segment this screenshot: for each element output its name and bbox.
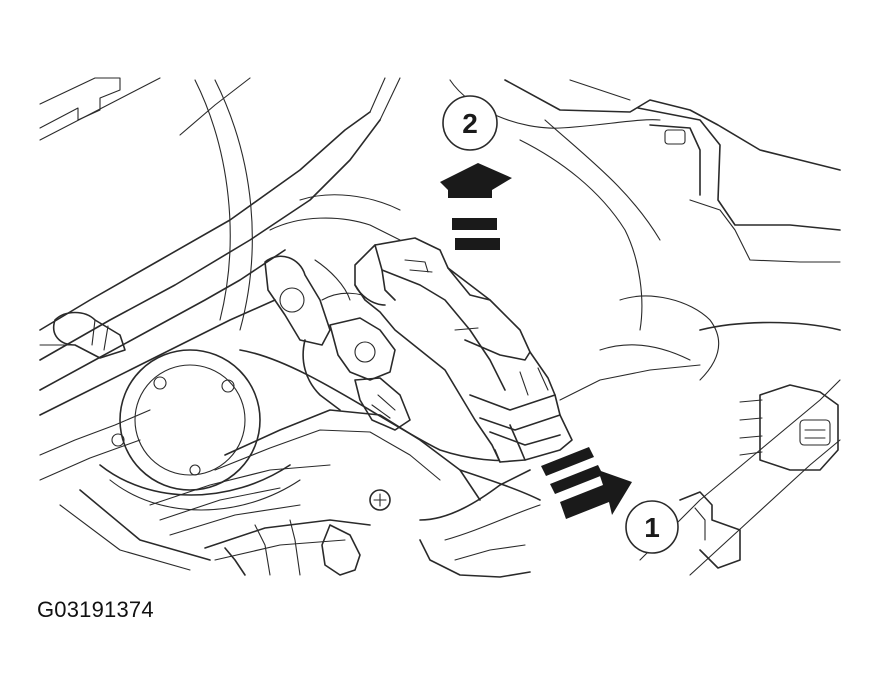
background-linework [39,77,841,576]
callout-2-number: 2 [462,108,478,139]
arrow-2 [440,163,512,250]
engine-block [149,409,541,578]
arrow-1 [541,447,632,519]
belt-and-pulleys [39,311,301,571]
bracket-and-mount [239,194,521,462]
callout-1-number: 1 [644,512,660,543]
figure-code: G03191374 [37,597,154,622]
callout-1: 1 [625,500,679,554]
relay-connector [354,237,573,463]
callout-2: 2 [442,95,498,151]
